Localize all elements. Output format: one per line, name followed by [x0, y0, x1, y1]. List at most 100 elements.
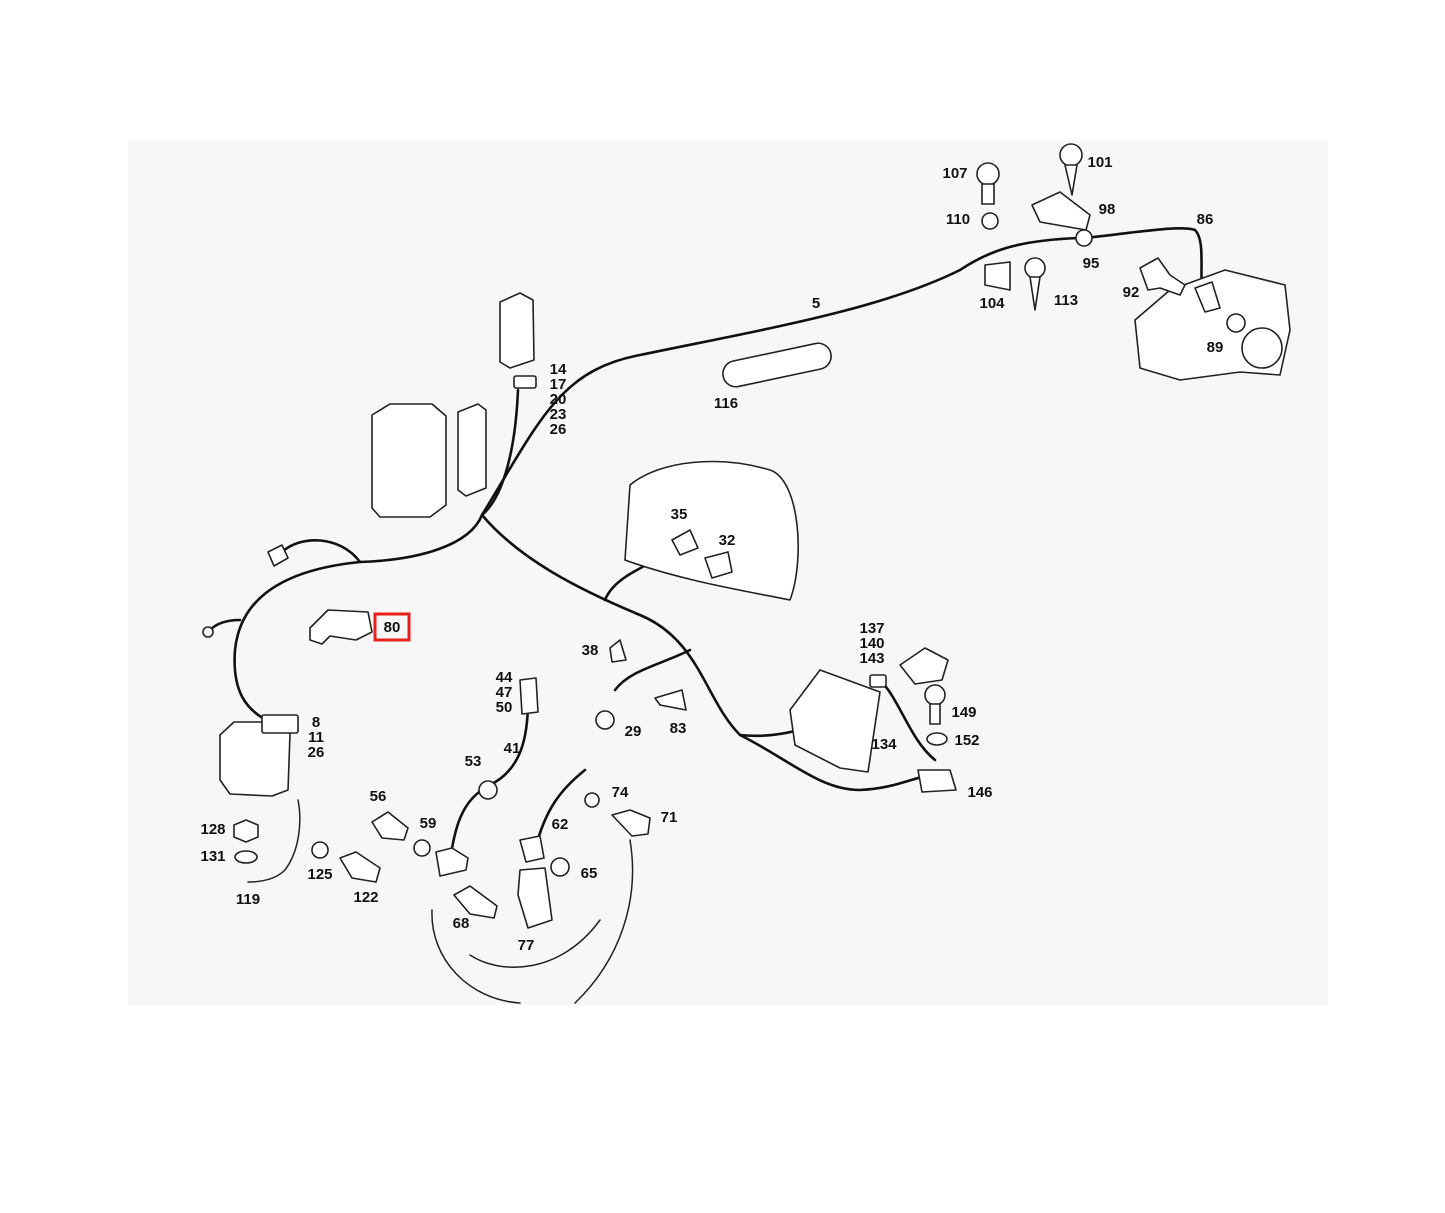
callout-label-14[interactable]: 14: [550, 361, 567, 378]
callout-label-92[interactable]: 92: [1123, 284, 1140, 301]
callout-146[interactable]: 146: [967, 784, 992, 801]
callout-56[interactable]: 56: [370, 788, 387, 805]
callout-label-74[interactable]: 74: [612, 784, 629, 801]
callout-122[interactable]: 122: [353, 889, 378, 906]
callout-label-11[interactable]: 11: [308, 729, 324, 746]
callout-71[interactable]: 71: [661, 809, 678, 826]
callout-119[interactable]: 119: [236, 891, 260, 908]
callout-label-128[interactable]: 128: [200, 821, 225, 838]
callout-65[interactable]: 65: [581, 865, 598, 882]
callout-label-116[interactable]: 116: [714, 395, 738, 412]
callout-label-23[interactable]: 23: [550, 406, 567, 423]
callout-77[interactable]: 77: [518, 937, 535, 954]
callout-92[interactable]: 92: [1123, 284, 1140, 301]
callout-125[interactable]: 125: [307, 866, 332, 883]
callout-label-95[interactable]: 95: [1083, 255, 1100, 272]
screw-101-shank: [1064, 164, 1078, 196]
callout-label-8[interactable]: 8: [312, 714, 320, 731]
callout-38[interactable]: 38: [582, 642, 599, 659]
callout-label-65[interactable]: 65: [581, 865, 598, 882]
callout-label-71[interactable]: 71: [661, 809, 678, 826]
relay-137: [899, 647, 949, 685]
callout-label-44[interactable]: 44: [496, 669, 513, 686]
callout-label-143[interactable]: 143: [859, 650, 884, 667]
callout-label-134[interactable]: 134: [871, 736, 897, 753]
ground-strap-119: [247, 799, 301, 883]
callout-label-86[interactable]: 86: [1197, 211, 1214, 228]
callout-label-149[interactable]: 149: [951, 704, 976, 721]
callout-86[interactable]: 86: [1197, 211, 1214, 228]
callout-label-20[interactable]: 20: [550, 391, 567, 408]
callout-89[interactable]: 89: [1207, 339, 1224, 356]
callout-41[interactable]: 41: [504, 740, 521, 757]
callout-83[interactable]: 83: [670, 720, 687, 737]
grommet-53: [478, 780, 498, 800]
callout-98[interactable]: 98: [1099, 201, 1116, 218]
callout-29[interactable]: 29: [625, 723, 642, 740]
callout-label-62[interactable]: 62: [552, 816, 569, 833]
nut-128: [233, 819, 259, 843]
callout-label-26[interactable]: 26: [550, 421, 567, 438]
callout-104[interactable]: 104: [979, 295, 1005, 312]
callout-label-131[interactable]: 131: [200, 848, 225, 865]
callout-label-77[interactable]: 77: [518, 937, 535, 954]
callout-label-59[interactable]: 59: [420, 815, 437, 832]
callout-149[interactable]: 149: [951, 704, 976, 721]
callout-label-38[interactable]: 38: [582, 642, 599, 659]
callout-label-113[interactable]: 113: [1054, 292, 1078, 309]
callout-label-26[interactable]: 26: [308, 744, 325, 761]
connector-137: [869, 674, 887, 688]
callout-label-89[interactable]: 89: [1207, 339, 1224, 356]
callout-35[interactable]: 35: [671, 506, 688, 523]
callout-label-146[interactable]: 146: [967, 784, 992, 801]
callout-label-53[interactable]: 53: [465, 753, 482, 770]
callout-label-98[interactable]: 98: [1099, 201, 1116, 218]
callout-80[interactable]: 80: [373, 612, 411, 642]
callout-label-104[interactable]: 104: [979, 295, 1005, 312]
callout-label-107[interactable]: 107: [942, 165, 967, 182]
connector-146: [917, 769, 957, 793]
callout-label-41[interactable]: 41: [504, 740, 521, 757]
callout-53[interactable]: 53: [465, 753, 482, 770]
callout-101[interactable]: 101: [1087, 154, 1112, 171]
callout-label-119[interactable]: 119: [236, 891, 260, 908]
callout-label-29[interactable]: 29: [625, 723, 642, 740]
callout-107[interactable]: 107: [942, 165, 967, 182]
callout-5[interactable]: 5: [812, 295, 820, 312]
callout-label-80[interactable]: 80: [384, 619, 401, 636]
callout-label-56[interactable]: 56: [370, 788, 387, 805]
callout-label-110[interactable]: 110: [946, 211, 970, 228]
callout-label-5[interactable]: 5: [812, 295, 820, 312]
callout-label-101[interactable]: 101: [1087, 154, 1112, 171]
callout-label-122[interactable]: 122: [353, 889, 378, 906]
callout-label-125[interactable]: 125: [307, 866, 332, 883]
callout-62[interactable]: 62: [552, 816, 569, 833]
callout-74[interactable]: 74: [612, 784, 629, 801]
callout-128[interactable]: 128: [200, 821, 225, 838]
callout-134[interactable]: 134: [871, 736, 897, 753]
callout-32[interactable]: 32: [719, 532, 736, 549]
callout-59[interactable]: 59: [420, 815, 437, 832]
screw-107-head: [976, 162, 1000, 186]
callout-68[interactable]: 68: [453, 915, 470, 932]
callout-label-47[interactable]: 47: [496, 684, 513, 701]
callout-116[interactable]: 116: [714, 395, 738, 412]
callout-label-137[interactable]: 137: [859, 620, 884, 637]
callout-152[interactable]: 152: [954, 732, 979, 749]
callout-label-17[interactable]: 17: [550, 376, 567, 393]
callout-label-32[interactable]: 32: [719, 532, 736, 549]
callout-131[interactable]: 131: [200, 848, 225, 865]
callout-label-35[interactable]: 35: [671, 506, 688, 523]
callout-label-140[interactable]: 140: [859, 635, 884, 652]
callout-110[interactable]: 110: [946, 211, 970, 228]
callout-label-152[interactable]: 152: [954, 732, 979, 749]
callout-label-50[interactable]: 50: [496, 699, 513, 716]
callout-113[interactable]: 113: [1054, 292, 1078, 309]
callout-95[interactable]: 95: [1083, 255, 1100, 272]
callout-label-68[interactable]: 68: [453, 915, 470, 932]
callout-label-83[interactable]: 83: [670, 720, 687, 737]
